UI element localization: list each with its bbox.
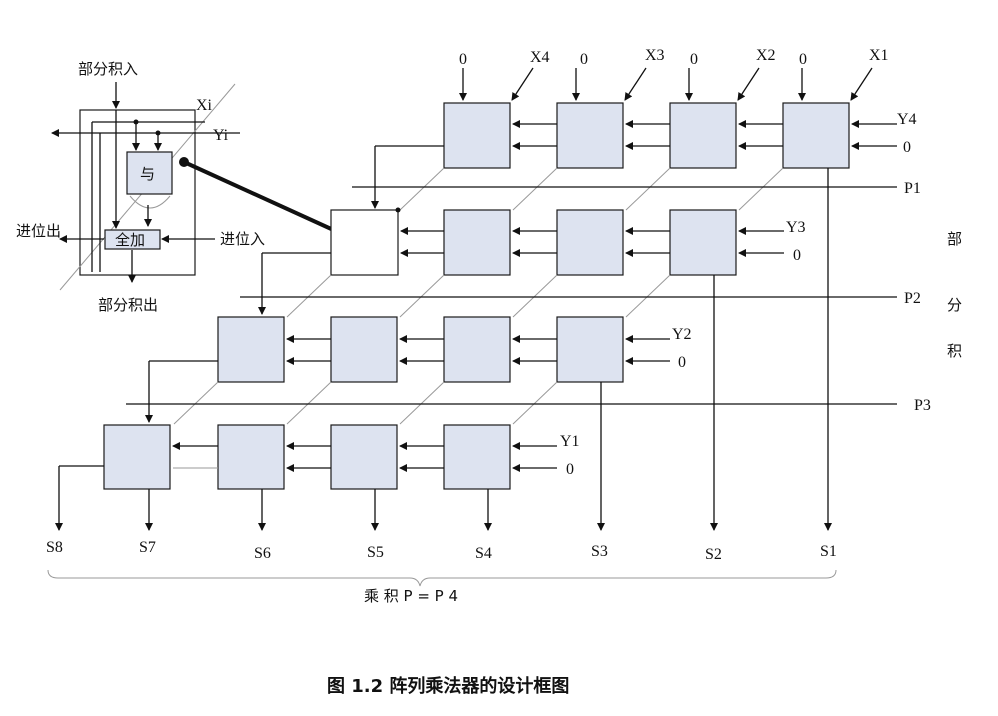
full-adder-label: 全加: [115, 231, 145, 249]
cell-r4-c2: [217, 424, 285, 490]
y1-zero: 0: [566, 461, 574, 478]
y-input-y4: Y4: [897, 111, 917, 128]
partial-product-char-1: 部: [947, 230, 962, 248]
x-input-x2: X2: [756, 47, 776, 64]
cell-r1-c2: [556, 102, 624, 169]
row-y4: [371, 67, 897, 211]
cell-r2-example: [330, 209, 399, 276]
cell-r1-c4: [782, 102, 850, 169]
sum-output-s3: S3: [591, 543, 608, 560]
cell-r4-c4: [443, 424, 511, 490]
sum-output-s6: S6: [254, 545, 271, 562]
x-input-x3: X3: [645, 47, 665, 64]
cell-r1-c3: [669, 102, 737, 169]
x-input-zero-4: 0: [799, 51, 807, 68]
full-adder-box: [104, 229, 161, 250]
figure-caption: 图 1.2 阵列乘法器的设计框图: [327, 675, 569, 697]
cell-r3-c1: [217, 316, 285, 383]
and-gate-label: 与: [140, 165, 155, 183]
x-input-x1: X1: [869, 47, 889, 64]
cell-r3-c3: [443, 316, 511, 383]
x-input-x4: X4: [530, 49, 550, 66]
partial-line-p1: P1: [904, 180, 921, 197]
partial-in-label: 部分积入: [78, 60, 138, 78]
sum-output-s2: S2: [705, 546, 722, 563]
y-input-y2: Y2: [672, 326, 692, 343]
partial-product-char-3: 积: [947, 342, 962, 360]
y4-zero: 0: [903, 139, 911, 156]
sum-output-s5: S5: [367, 544, 384, 561]
yi-label: Yi: [213, 127, 229, 144]
product-label: 乘 积 P = P 4: [364, 587, 458, 605]
row-y1: [59, 424, 557, 490]
sum-output-s8: S8: [46, 539, 63, 556]
partial-product-char-2: 分: [947, 296, 962, 314]
carry-out-label: 进位出: [16, 222, 61, 240]
row-y3: [258, 207, 784, 318]
cell-r2-c1: [443, 209, 511, 276]
partial-line-p3: P3: [914, 397, 931, 414]
and-gate-box: [126, 151, 173, 195]
partial-out-label: 部分积出: [98, 296, 158, 314]
y3-zero: 0: [793, 247, 801, 264]
cell-r2-c3: [669, 209, 737, 276]
cell-detail-inset: 部分积入 Xi Yi 与 全加 进位出 进位入 部分积出: [16, 60, 367, 314]
sum-output-s4: S4: [475, 545, 492, 562]
sum-output-s7: S7: [139, 539, 156, 556]
partial-line-p2: P2: [904, 290, 921, 307]
y-input-y1: Y1: [560, 433, 580, 450]
y-input-y3: Y3: [786, 219, 806, 236]
x-input-zero-3: 0: [690, 51, 698, 68]
cell-r4-c3: [330, 424, 398, 490]
sum-output-s1: S1: [820, 543, 837, 560]
y2-zero: 0: [678, 354, 686, 371]
cell-r3-c4: [556, 316, 624, 383]
carry-in-label: 进位入: [220, 230, 265, 248]
cell-r2-c2: [556, 209, 624, 276]
x-input-zero-2: 0: [580, 51, 588, 68]
cell-r1-c1: [443, 102, 511, 169]
sum-output-lines: [55, 168, 832, 531]
x-input-zero-1: 0: [459, 51, 467, 68]
xi-label: Xi: [196, 97, 213, 114]
product-brace: [47, 569, 837, 587]
cell-r4-c1: [103, 424, 171, 490]
row-y2: [145, 316, 670, 425]
cell-r3-c2: [330, 316, 398, 383]
